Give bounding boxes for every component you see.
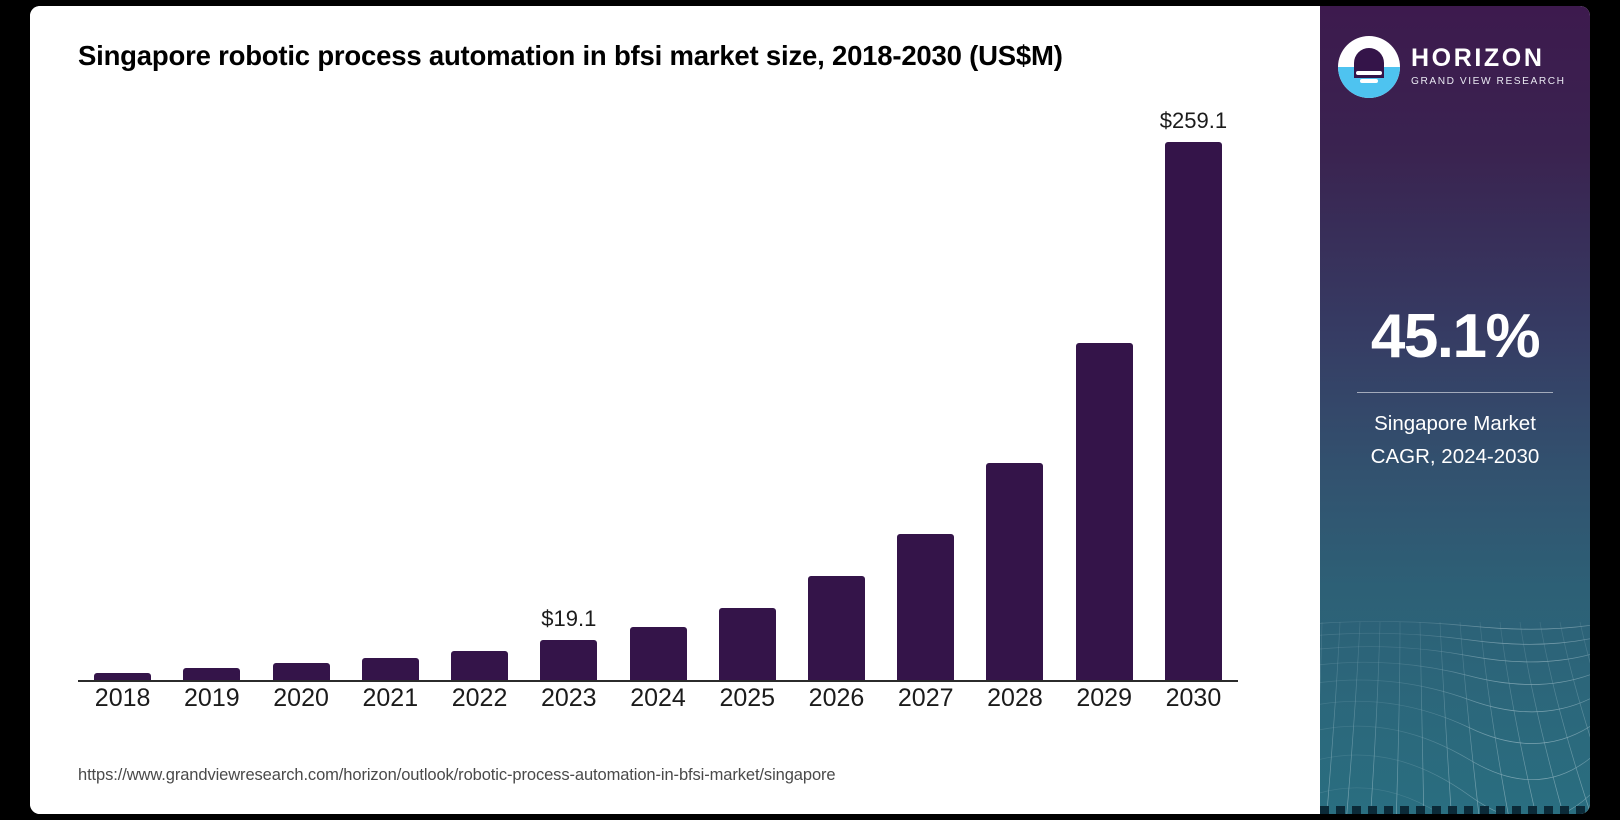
x-tick-2020: 2020: [273, 684, 329, 712]
source-url[interactable]: https://www.grandviewresearch.com/horizo…: [78, 766, 836, 784]
x-tick-2018: 2018: [94, 684, 151, 712]
brand-sidebar: HORIZON GRAND VIEW RESEARCH 45.1% Singap…: [1320, 6, 1590, 814]
stat-divider: [1357, 392, 1553, 393]
x-tick-2030: 2030: [1165, 684, 1222, 712]
logo-bar-upper: [1356, 71, 1382, 76]
bar-slot: [792, 102, 881, 680]
plot-area: $19.1 $259.1: [78, 102, 1238, 682]
x-tick-2019: 2019: [184, 684, 240, 712]
bar-2024[interactable]: [629, 627, 687, 680]
brand-wordmark: HORIZON GRAND VIEW RESEARCH: [1411, 46, 1566, 87]
cagr-caption-line1: Singapore Market: [1374, 412, 1536, 435]
bar-2020[interactable]: [272, 663, 330, 680]
bar-value-label: $19.1: [541, 606, 597, 632]
horizon-sunrise-icon: [1338, 36, 1400, 98]
x-tick-2028: 2028: [987, 684, 1043, 712]
bar-slot: [613, 102, 702, 680]
bar-2029[interactable]: [1075, 342, 1133, 680]
x-tick-2023: 2023: [540, 684, 597, 712]
bar-slot: [703, 102, 792, 680]
cagr-stat-block: 45.1% Singapore Market CAGR, 2024-2030: [1320, 306, 1590, 473]
x-tick-2026: 2026: [808, 684, 865, 712]
brand-logo: HORIZON GRAND VIEW RESEARCH: [1338, 34, 1576, 100]
cagr-caption-line2: CAGR, 2024-2030: [1370, 445, 1540, 469]
brand-tagline: GRAND VIEW RESEARCH: [1411, 76, 1566, 88]
bar-slot: $19.1: [524, 102, 613, 680]
wireframe-mesh-graphic: [1320, 621, 1590, 814]
bar-slot: [1060, 102, 1149, 680]
bar-2018[interactable]: [94, 673, 152, 680]
bar-slot: [167, 102, 256, 680]
x-tick-2027: 2027: [897, 684, 954, 712]
cagr-caption: Singapore Market CAGR, 2024-2030: [1320, 407, 1590, 473]
bar-2030[interactable]: [1164, 142, 1222, 680]
bar-2025[interactable]: [718, 608, 776, 680]
cagr-value: 45.1%: [1370, 302, 1541, 371]
bar-slot: [435, 102, 524, 680]
bar-2021[interactable]: [361, 658, 419, 680]
bar-2022[interactable]: [451, 650, 509, 680]
x-axis-line: [78, 680, 1238, 682]
x-tick-2024: 2024: [630, 684, 686, 712]
x-tick-2022: 2022: [451, 684, 508, 712]
bar-series: $19.1 $259.1: [78, 102, 1238, 680]
x-tick-2021: 2021: [362, 684, 419, 712]
bar-2019[interactable]: [183, 668, 241, 680]
logo-bar-lower: [1360, 79, 1378, 84]
x-axis-tick-labels: 2018 2019 2020 2021 2022 2023 2024 2025 2026 2027…: [78, 684, 1238, 726]
bar-2027[interactable]: [897, 533, 955, 680]
infographic-card: Singapore robotic process automation in …: [30, 6, 1590, 814]
chart-title: Singapore robotic process automation in …: [78, 40, 1063, 71]
bar-slot: [346, 102, 435, 680]
bar-value-label: $259.1: [1159, 108, 1228, 133]
x-tick-2029: 2029: [1076, 684, 1132, 712]
bar-2023[interactable]: [540, 640, 598, 680]
x-tick-2025: 2025: [719, 684, 776, 712]
chart-panel: Singapore robotic process automation in …: [30, 6, 1320, 814]
bar-slot: [256, 102, 345, 680]
brand-name: HORIZON: [1411, 44, 1545, 73]
footer-dash-strip: [1320, 806, 1590, 814]
bar-slot: [881, 102, 970, 680]
bar-slot: $259.1: [1149, 102, 1238, 680]
bar-slot: [78, 102, 167, 680]
bar-slot: [970, 102, 1059, 680]
bar-2026[interactable]: [807, 576, 865, 680]
bar-2028[interactable]: [986, 463, 1044, 680]
